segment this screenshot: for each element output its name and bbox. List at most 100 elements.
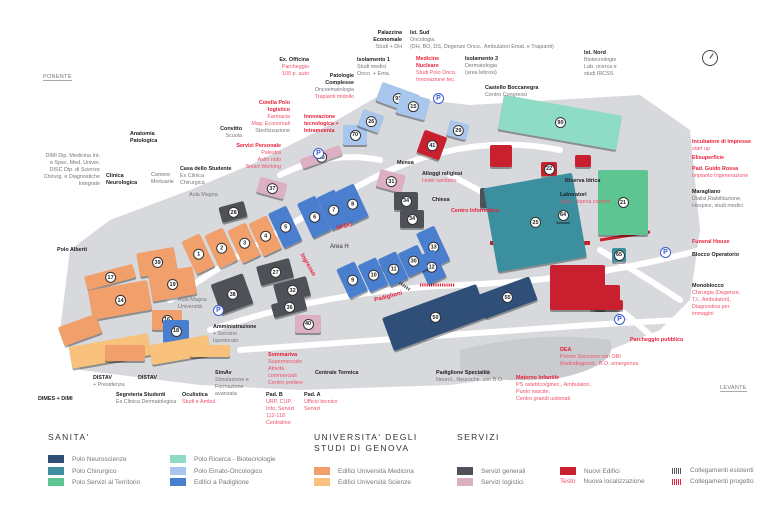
- building-number: 55: [502, 292, 513, 303]
- building-number: 3: [238, 237, 250, 249]
- label-detail: 112-118: [266, 413, 285, 419]
- label-title: Clinica Neurologica: [106, 173, 138, 186]
- building-nuovi-22[interactable]: 22: [541, 162, 557, 176]
- label-detail: Aula Magna: [178, 297, 207, 303]
- building-nuovi[interactable]: [575, 155, 591, 167]
- building-number: 64: [557, 209, 569, 221]
- legend-item-chirurgico: Polo Chirurgico: [48, 467, 116, 475]
- label-title: Funeral House: [692, 239, 730, 245]
- label-clinica-neurologica: Clinica Neurologica: [106, 173, 141, 187]
- building-number: 31: [385, 175, 397, 187]
- label-detail: Aula Magna: [189, 192, 218, 198]
- building-chirurgico-25[interactable]: 25: [483, 172, 587, 273]
- building-medicina[interactable]: [105, 345, 145, 361]
- building-number: 18: [170, 325, 182, 337]
- label-distav: DISTAV: [138, 375, 157, 382]
- legend-new-location-sample: Testo: [560, 478, 576, 485]
- label-detail: Info, Servizi: [266, 406, 295, 412]
- building-number: 10: [367, 269, 379, 281]
- label-dimes-dimi: DIMES + DIMI: [38, 396, 73, 403]
- building-padiglione-18[interactable]: 18: [163, 320, 189, 342]
- building-number: 11: [387, 263, 399, 275]
- label-detail: Formazione: [215, 384, 244, 390]
- building-generali-34[interactable]: 34: [394, 192, 418, 210]
- label-detail: Biotecnologie: [584, 57, 617, 63]
- label-detail: studi IRCSS: [584, 71, 614, 77]
- label-detail: Integrate: [78, 181, 100, 187]
- building-emato-70[interactable]: 70: [343, 125, 367, 145]
- label-title: Isolamento 3: [465, 56, 498, 62]
- label-title: DEA: [560, 347, 572, 353]
- label-detail: Camere: [151, 172, 171, 178]
- label-title: Materno Infantile: [516, 375, 560, 381]
- legend-label: Polo Neuroscienze: [72, 455, 127, 463]
- building-scienze[interactable]: [190, 345, 230, 357]
- label-detail: DIMI Dip. Medicina Int.: [45, 153, 100, 159]
- building-territorio-21[interactable]: 21: [598, 170, 648, 235]
- legend-swatch: [170, 467, 186, 475]
- building-number: 4: [259, 230, 271, 242]
- building-number: 25: [529, 217, 541, 228]
- building-number: 7: [327, 204, 339, 216]
- label-parcheggio-pubblico: Parcheggio pubblico: [630, 337, 683, 344]
- parking-icon: P: [433, 93, 444, 104]
- legend-label: Edifici Università Medicina: [338, 467, 414, 475]
- legend-item-generali: Servizi generali: [457, 467, 525, 475]
- legend-label: Polo Chirurgico: [72, 467, 117, 475]
- building-number: 9: [346, 274, 358, 286]
- label-centro-informatico: Centro Informatico: [451, 208, 499, 215]
- dashed-link-icon: [672, 467, 682, 474]
- label-detail: Farmacia: [267, 114, 290, 120]
- label-title: Pad. A: [304, 392, 321, 398]
- label-detail: T.I., Ambulatori),: [692, 297, 731, 303]
- label-innovazione: Innovazione tecnologica + Intramoenia: [304, 114, 346, 135]
- label-title: Medicine Nucleare: [416, 56, 440, 69]
- label-detail: Scuola: [225, 133, 242, 139]
- building-logistici-40[interactable]: 40: [295, 315, 321, 333]
- building-chirurgico-65[interactable]: 65: [612, 248, 626, 262]
- legend-label: Polo Ricerca - Biotecnologie: [194, 455, 276, 463]
- label-detail: + Servizio: [213, 331, 237, 337]
- label-title: Incubatore di Impresse: [692, 139, 752, 145]
- label-detail: Radiodiagnost., B.O. emergenza: [560, 361, 639, 367]
- label-title: Pad. B: [266, 392, 283, 398]
- label-detail: Dialisi,Riabilitazione,: [692, 196, 742, 202]
- building-number: 27: [269, 266, 281, 278]
- label-detail: Centro grandi ustionati: [516, 396, 571, 402]
- legend-swatch: [560, 467, 576, 475]
- building-nuovi[interactable]: [595, 300, 623, 310]
- building-number: 34: [400, 195, 412, 207]
- building-nuovi[interactable]: [490, 145, 512, 167]
- label-detail: Ex Clinica: [180, 173, 204, 179]
- label-detail: DISC Dip. di Scienze: [49, 167, 100, 173]
- building-chirurgico-64[interactable]: 64: [556, 208, 570, 222]
- label-title: Elisuperficie: [692, 155, 725, 161]
- label-detail: Studi Polo Onco.: [416, 70, 457, 76]
- label-detail: Mag. Economali: [251, 121, 290, 127]
- label-detail: Dermatologia: [465, 63, 498, 69]
- label-detail: Palestra: [261, 150, 281, 156]
- label-detail: (area lebrosi): [465, 70, 497, 76]
- label-title: SimAv: [215, 370, 232, 376]
- label-title: Ist. Sud: [410, 30, 430, 36]
- building-generali-34[interactable]: 34: [400, 210, 424, 228]
- label-detail: (DH, BO, DS, Degenze Onco., Ambulatori E…: [410, 44, 554, 50]
- building-number: 26: [365, 115, 377, 127]
- label-detail: Diagnostica per: [692, 304, 730, 310]
- legend-swatch: [48, 478, 64, 486]
